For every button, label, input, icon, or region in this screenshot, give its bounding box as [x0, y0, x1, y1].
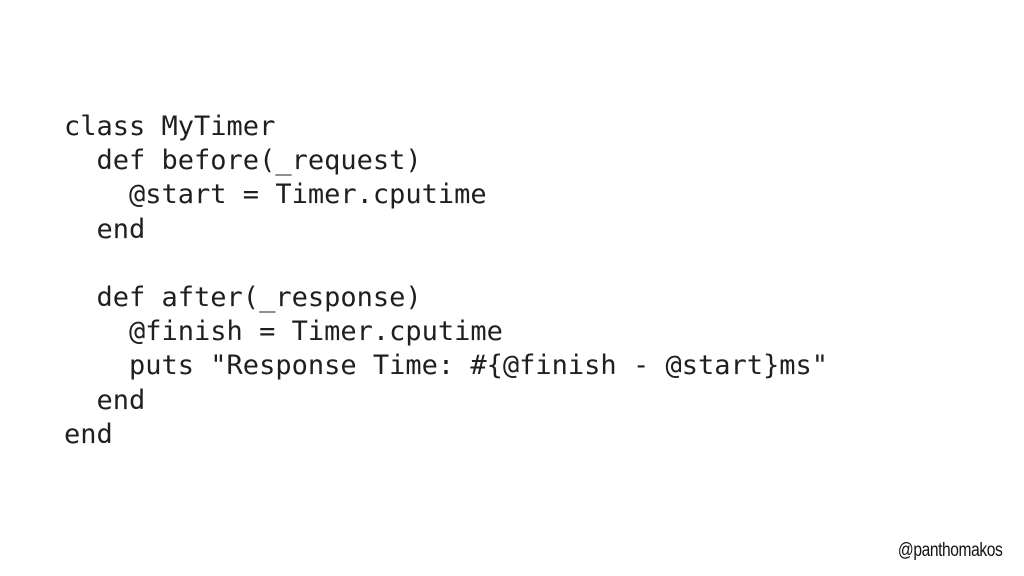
- code-line: def before(_request): [64, 145, 422, 177]
- code-line: @finish = Timer.cputime: [64, 316, 503, 348]
- code-line: end: [64, 418, 113, 450]
- code-line: [64, 247, 828, 281]
- code-line: class MyTimer: [64, 111, 276, 142]
- code-line: def after(_response): [64, 281, 422, 313]
- code-block: class MyTimer def before(_request) @star…: [64, 110, 828, 452]
- code-line: end: [64, 384, 146, 416]
- code-line: end: [64, 213, 146, 245]
- author-handle: @panthomakos: [897, 540, 1003, 561]
- code-line: puts "Response Time: #{@finish - @start}…: [64, 350, 829, 382]
- code-line: @start = Timer.cputime: [64, 179, 487, 211]
